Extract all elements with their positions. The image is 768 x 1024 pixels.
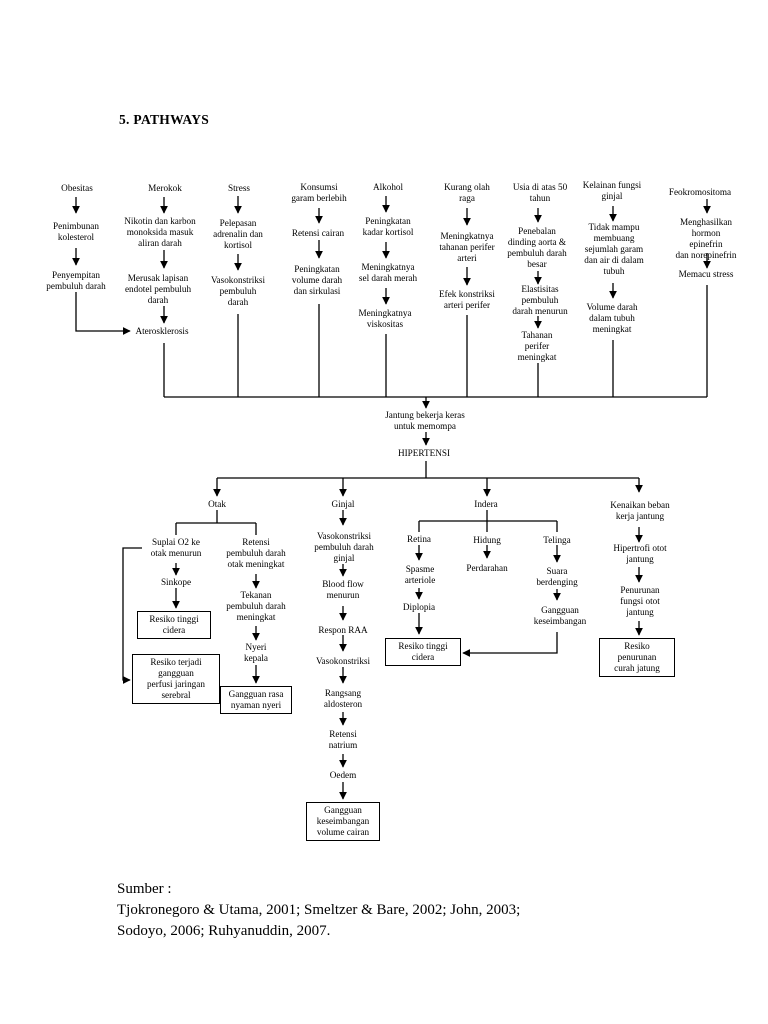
node-obesitas: Obesitas: [61, 183, 93, 193]
node-diplopia: Diplopia: [402, 602, 436, 612]
node-telinga: Telinga: [543, 535, 571, 545]
source-ref-line-1: Tjokronegoro & Utama, 2001; Smeltzer & B…: [117, 902, 521, 918]
node-nyeri-kepala: Nyeri kepala: [244, 642, 268, 663]
node-jantung-bekerja: Jantung bekerja keras untuk memompa: [385, 410, 465, 431]
node-blood-flow: Blood flow menurun: [322, 579, 364, 600]
node-suplai-o2: Suplai O2 ke otak menurun: [150, 537, 202, 558]
node-otak: Otak: [208, 499, 226, 509]
node-respon-raa: Respon RAA: [318, 625, 368, 635]
node-resiko-curah: Resiko penurunan curah jatung: [599, 638, 675, 677]
node-gangguan-cairan: Gangguan keseimbangan volume cairan: [306, 802, 380, 841]
node-spasme-arteriole: Spasme arteriole: [404, 564, 436, 585]
node-ginjal: Ginjal: [331, 499, 355, 509]
node-feokromositoma: Feokromositoma: [668, 187, 732, 197]
node-sel-darah-merah: Meningkatnya sel darah merah: [358, 262, 418, 283]
node-retensi-cairan: Retensi cairan: [291, 228, 345, 238]
node-perdarahan: Perdarahan: [466, 563, 508, 573]
source-ref-line-2: Sodoyo, 2006; Ruhyanuddin, 2007.: [117, 923, 331, 939]
node-kelainan-ginjal: Kelainan fungsi ginjal: [582, 180, 642, 201]
node-indera: Indera: [474, 499, 498, 509]
node-alkohol: Alkohol: [372, 182, 404, 192]
node-volume-darah: Volume darah dalam tubuh meningkat: [586, 302, 638, 334]
node-merusak-endotel: Merusak lapisan endotel pembuluh darah: [124, 273, 192, 305]
node-gangguan-nyeri: Gangguan rasa nyaman nyeri: [220, 686, 292, 714]
node-vasokonstriksi-ginjal: Vasokonstriksi pembuluh darah ginjal: [314, 531, 374, 563]
node-hidung: Hidung: [473, 535, 501, 545]
node-tidak-mampu: Tidak mampu membuang sejumlah garam dan …: [584, 222, 644, 276]
node-tahanan-perifer: Meningkatnya tahanan perifer arteri: [439, 231, 495, 263]
section-heading: 5. PATHWAYS: [119, 112, 210, 127]
node-penyempitan-pembuluh: Penyempitan pembuluh darah: [46, 270, 106, 291]
node-oedem: Oedem: [329, 770, 357, 780]
node-retensi-natrium: Retensi natrium: [328, 729, 358, 750]
node-efek-konstriksi: Efek konstriksi arteri perifer: [439, 289, 495, 310]
node-pelepasan-adrenalin: Pelepasan adrenalin dan kortisol: [213, 218, 263, 250]
node-stress: Stress: [228, 183, 250, 193]
node-resiko-perfusi: Resiko terjadi gangguan perfusi jaringan…: [132, 654, 220, 704]
node-vasokonstriksi-pembuluh: Vasokonstriksi pembuluh darah: [210, 275, 266, 307]
node-tekanan-pembuluh: Tekanan pembuluh darah meningkat: [226, 590, 286, 622]
node-sinkope: Sinkope: [160, 577, 192, 587]
node-hipertensi: HIPERTENSI: [397, 448, 451, 458]
node-tahanan-meningkat: Tahanan perifer meningkat: [517, 330, 557, 362]
node-memacu-stress: Memacu stress: [678, 269, 734, 279]
node-viskositas: Meningkatnya viskositas: [358, 308, 412, 329]
node-penurunan-fungsi: Penurunan fungsi otot jantung: [620, 585, 660, 617]
node-penimbunan-kolesterol: Penimbunan kolesterol: [53, 221, 99, 242]
node-kadar-kortisol: Peningkatan kadar kortisol: [362, 216, 414, 237]
node-nikotin: Nikotin dan karbon monoksida masuk alira…: [124, 216, 196, 248]
node-hipertrofi: Hipertrofi otot jantung: [613, 543, 667, 564]
source-label: Sumber :: [117, 881, 172, 897]
node-penebalan-aorta: Penebalan dinding aorta & pembuluh darah…: [507, 226, 567, 269]
source-references: Sumber : Tjokronegoro & Utama, 2001; Sme…: [117, 879, 577, 942]
node-merokok: Merokok: [148, 183, 182, 193]
node-aterosklerosis: Aterosklerosis: [135, 326, 189, 336]
node-usia: Usia di atas 50 tahun: [512, 182, 568, 203]
node-vasokonstriksi: Vasokonstriksi: [315, 656, 371, 666]
node-retensi-pembuluh-otak: Retensi pembuluh darah otak meningkat: [226, 537, 286, 569]
node-rangsang-aldosteron: Rangsang aldosteron: [323, 688, 363, 709]
node-retina: Retina: [407, 534, 431, 544]
node-suara-berdenging: Suara berdenging: [536, 566, 578, 587]
node-kurang-olahraga: Kurang olah raga: [444, 182, 490, 203]
node-menghasilkan-hormon: Menghasilkan hormon epinefrin dan norepi…: [675, 217, 737, 260]
node-resiko-cidera-otak: Resiko tinggi cidera: [137, 611, 211, 639]
node-peningkatan-volume: Peningkatan volume darah dan sirkulasi: [291, 264, 343, 296]
node-kenaikan-beban: Kenaikan beban kerja jantung: [610, 500, 670, 521]
node-resiko-cidera-indera: Resiko tinggi cidera: [385, 638, 461, 666]
node-konsumsi-garam: Konsumsi garam berlebih: [291, 182, 347, 203]
node-gangguan-keseimbangan: Gangguan keseimbangan: [533, 605, 587, 626]
node-elastisitas: Elastisitas pembuluh darah menurun: [512, 284, 568, 316]
